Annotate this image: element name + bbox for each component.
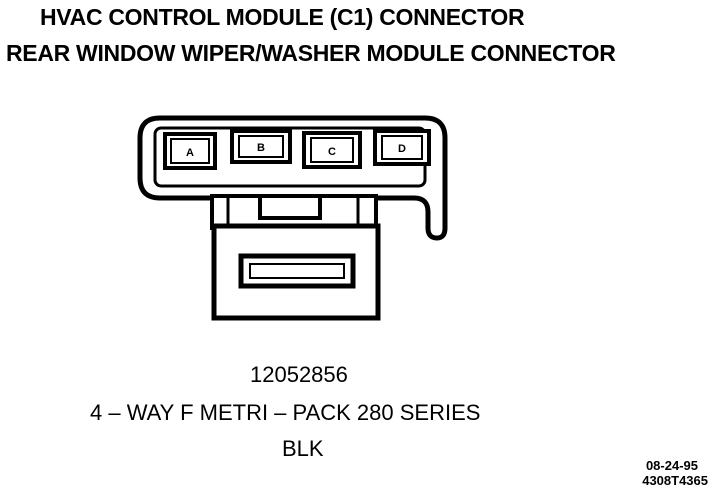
pin-label-d: D xyxy=(398,143,406,155)
pin-label-b: B xyxy=(257,142,265,154)
pin-label-c: C xyxy=(328,146,336,158)
diagram-title-hvac: HVAC CONTROL MODULE (C1) CONNECTOR xyxy=(40,4,525,30)
part-number: 12052856 xyxy=(250,362,348,387)
connector-neck xyxy=(210,194,378,230)
drawing-date: 08-24-95 xyxy=(645,458,698,473)
pin-label-a: A xyxy=(186,147,194,159)
pin-cavity-d: D xyxy=(373,129,431,166)
pin-cavity-b: B xyxy=(230,129,292,164)
drawing-reference: 4308T4365 xyxy=(642,473,708,488)
pin-cavity-c: C xyxy=(302,131,362,169)
pin-cavity-a: A xyxy=(163,132,217,170)
lock-latch xyxy=(238,253,356,289)
diagram-title-wiper: REAR WINDOW WIPER/WASHER MODULE CONNECTO… xyxy=(6,40,616,66)
connector-series: 4 – WAY F METRI – PACK 280 SERIES xyxy=(90,400,481,425)
connector-color: BLK xyxy=(282,436,324,461)
